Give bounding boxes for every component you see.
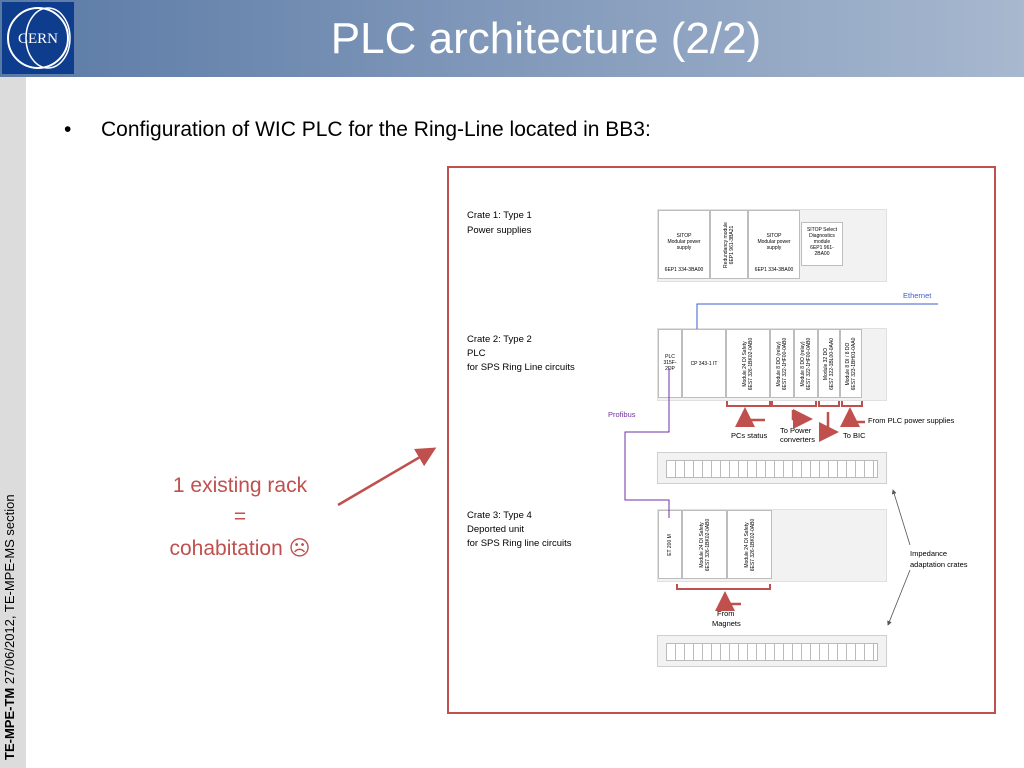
select-l3: module	[813, 239, 831, 245]
signal-arrows	[715, 407, 865, 611]
crate3-title: Crate 3: Type 4	[467, 510, 532, 521]
crate2-module-32do: Module 32 DO 6ES7 322-1BL00-0AA0	[818, 329, 840, 398]
terminal-strip-1	[666, 460, 878, 478]
sitop1-l3: supply	[676, 245, 692, 251]
callout-line1: 1 existing rack	[172, 474, 308, 497]
crate2-subtitle: PLC	[467, 348, 486, 359]
sitop2-ref: 6EP1 334-3BA00	[754, 267, 794, 273]
sitop2-l2: Modular power	[757, 239, 791, 245]
crate3-module-24di-safety-2: Module 24 DI Safety 6ES7 326-1BK02-0AB0	[727, 510, 772, 579]
impedance-pointer-bottom	[887, 569, 911, 626]
impedance-label-2: adaptation crates	[910, 560, 968, 569]
crate1-redundancy-module: Redundancy module 6EP1 961-3BA21	[710, 210, 748, 279]
crate2-title: Crate 2: Type 2	[467, 334, 532, 345]
crate3-et200m: ET 200 M	[658, 510, 682, 579]
ethernet-label: Ethernet	[903, 291, 932, 300]
crate2-module-24di-safety: Module 24 DI Safety 6ES7 326-1BK02-0AB0	[726, 329, 770, 398]
crate2-cp343: CP 343-1 IT	[682, 329, 726, 398]
from-magnets-label-2: Magnets	[712, 619, 741, 628]
cern-logo: CERN	[2, 2, 74, 74]
to-power-label-1: To Power	[780, 426, 812, 435]
crate1-subtitle: Power supplies	[467, 225, 532, 236]
profibus-line	[624, 368, 670, 518]
callout-arrow	[337, 447, 437, 507]
select-l5: 2BA00	[814, 251, 830, 257]
to-power-label-2: converters	[780, 435, 816, 444]
pcs-status-label: PCs status	[731, 431, 768, 440]
sitop1-ref: 6EP1 334-3BA00	[664, 267, 704, 273]
impedance-crate-1	[657, 452, 887, 484]
plc-l1: PLC	[665, 354, 675, 360]
sitop1-l1: SITOP	[676, 233, 692, 239]
callout-line3: cohabitation ☹	[169, 537, 311, 560]
crate3-module-24di-safety-1: Module 24 DI Safety 6ES7 326-1BK02-0AB0	[682, 510, 727, 579]
crate3-desc: for SPS Ring line circuits	[467, 538, 572, 549]
sitop2-l1: SITOP	[766, 233, 782, 239]
select-l1: SITOP Select	[806, 227, 838, 233]
slide-header: CERN PLC architecture (2/2)	[0, 0, 1024, 77]
plc-l2: 315F-	[663, 360, 677, 366]
cern-logo-icon: CERN	[7, 7, 71, 69]
crate1-sitop-psu-2: SITOP Modular power supply 6EP1 334-3BA0…	[748, 210, 800, 279]
crate2-plc-cpu: PLC 315F- 2DP	[658, 329, 682, 398]
impedance-crate-2	[657, 635, 887, 667]
crate1-sitop-psu-1: SITOP Modular power supply 6EP1 334-3BA0…	[658, 210, 710, 279]
bullet-marker: •	[64, 118, 72, 141]
sitop2-l3: supply	[766, 245, 782, 251]
impedance-pointer-top	[891, 489, 911, 546]
crate1-select-diagnostics: SITOP Select Diagnostics module 6EP1 961…	[801, 222, 843, 266]
crate1-title: Crate 1: Type 1	[467, 210, 532, 221]
profibus-label: Profibus	[608, 410, 636, 419]
crate2-module-8di-8do: Module 8 DI / 8 DO 6ES7 323-1BH01-0AA0	[840, 329, 862, 398]
crate3-subtitle: Deported unit	[467, 524, 525, 535]
from-plc-psu-label: From PLC power supplies	[868, 416, 955, 425]
signal-brackets	[676, 401, 863, 590]
crate2-desc: for SPS Ring Line circuits	[467, 362, 575, 373]
crate2-module-8do-relay-1: Module 8 DO (relay) 6ES7 322-1HF00-0AB0	[770, 329, 794, 398]
select-l4: 6EP1 961-	[810, 245, 834, 251]
cp-label: CP 343-1 IT	[690, 361, 718, 367]
sitop1-l2: Modular power	[667, 239, 701, 245]
callout-line2: =	[233, 505, 247, 528]
from-magnets-label-1: From	[717, 609, 735, 618]
bullet-text: Configuration of WIC PLC for the Ring-Li…	[101, 118, 651, 141]
to-bic-label: To BIC	[843, 431, 866, 440]
impedance-label-1: Impedance	[910, 549, 948, 558]
diagram-frame	[447, 166, 996, 714]
logo-text: CERN	[18, 31, 58, 47]
ethernet-line	[696, 303, 938, 329]
footer-sidebar	[0, 77, 26, 768]
crate2-module-8do-relay-2: Module 8 DO (relay) 6ES7 322-1HF00-0AB0	[794, 329, 818, 398]
plc-l3: 2DP	[665, 366, 675, 372]
select-l2: Diagnostics	[809, 233, 835, 239]
terminal-strip-2	[666, 643, 878, 661]
slide-title: PLC architecture (2/2)	[330, 14, 762, 63]
